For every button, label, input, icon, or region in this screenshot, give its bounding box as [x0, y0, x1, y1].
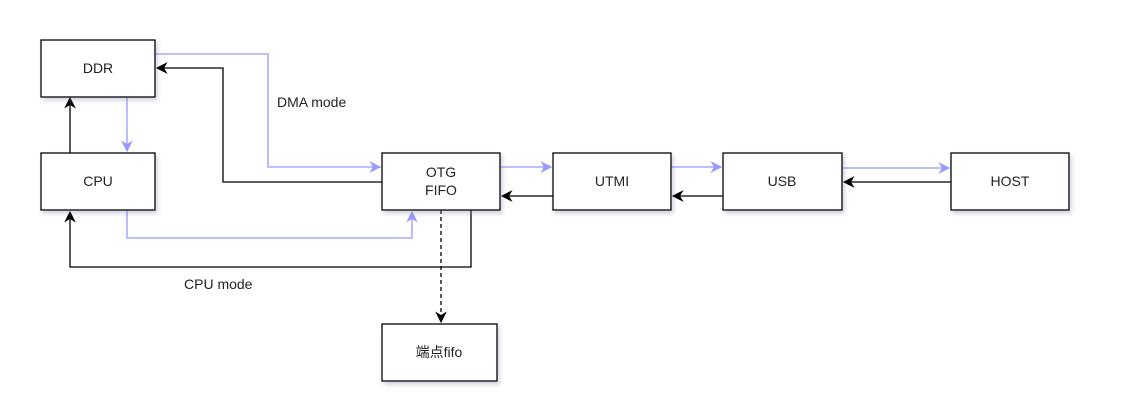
- node-cpu[interactable]: CPU: [40, 152, 156, 211]
- cpu-mode-label: CPU mode: [184, 276, 253, 292]
- node-utmi[interactable]: UTMI: [552, 152, 672, 211]
- node-cpu-label: CPU: [83, 173, 113, 189]
- edge-otg-to-cpu-cpu-mode: [64, 210, 472, 268]
- node-otg-label-line1: OTG: [426, 164, 456, 180]
- dma-mode-label: DMA mode: [277, 94, 346, 110]
- node-otg-label-line2: FIFO: [425, 182, 457, 198]
- node-ddr-label: DDR: [83, 60, 113, 76]
- edge-otg-to-ddr: [155, 62, 382, 183]
- node-endpoint-fifo-label: 端点fifo: [416, 344, 463, 360]
- node-utmi-label: UTMI: [595, 173, 629, 189]
- node-endpoint-fifo[interactable]: 端点fifo: [381, 323, 498, 382]
- edge-ddr-to-otg-dma: [155, 53, 382, 173]
- node-usb-label: USB: [768, 173, 797, 189]
- node-otg-fifo[interactable]: OTG FIFO: [381, 152, 501, 211]
- node-ddr[interactable]: DDR: [40, 39, 156, 98]
- node-usb[interactable]: USB: [722, 152, 843, 211]
- node-host-label: HOST: [991, 173, 1030, 189]
- edge-cpu-to-otg: [126, 210, 418, 239]
- node-host[interactable]: HOST: [950, 152, 1070, 211]
